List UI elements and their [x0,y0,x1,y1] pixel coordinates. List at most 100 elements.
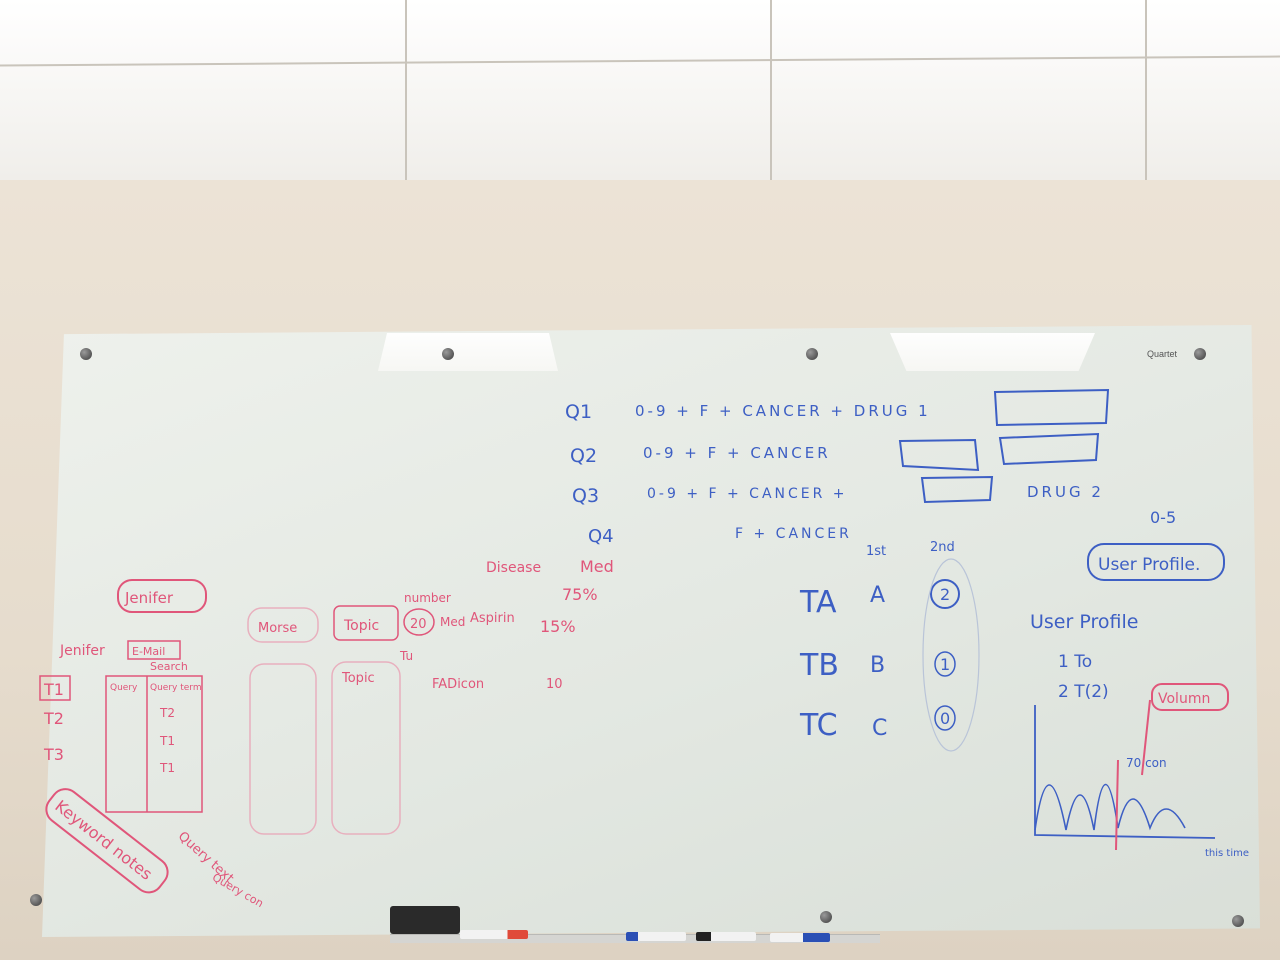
jenifer-row-text: Jenifer [59,643,105,659]
number-text: number [404,591,451,605]
ten-text: 10 [546,677,563,692]
q2-label: Q2 [570,445,597,467]
aspirin-text: Aspirin [470,611,515,626]
topic-box [333,605,399,641]
row-t: TB [799,648,839,683]
user-profile-box [1087,543,1225,581]
email-box [127,640,181,660]
pct-text: 15% [540,617,576,636]
search-text: Search [150,660,188,673]
morse-box [247,607,319,643]
q3-text: 0-9 + F + CANCER + [647,486,848,502]
standoff-bolt [442,348,454,360]
chart-curve [1034,783,1186,831]
column-outline [331,661,401,835]
t-item: T1 [43,680,64,699]
chart-axis [1034,705,1216,839]
topic-text: Topic [343,618,379,634]
query-table [105,675,203,813]
ceiling-tile-line [405,0,407,180]
standoff-bolt [30,894,42,906]
answer-box [998,432,1100,466]
volume-arrow [1141,699,1151,776]
row-mark: 2 [940,585,950,604]
user-profile-box-text: User Profile. [1098,555,1200,575]
pct-text: 75% [562,585,598,604]
grouping-oval [922,558,980,752]
topic2-text: Topic [341,671,375,686]
eraser[interactable] [390,906,460,934]
q2-text: 0-9 + F + CANCER [643,444,831,462]
col-item: T1 [159,734,175,748]
column-outline [249,663,317,835]
chart-note: this time [1205,848,1249,859]
light-reflection [378,333,558,371]
marker[interactable] [460,930,528,939]
keyword-notes-text: Keyword notes [51,796,156,884]
disease-text: Disease [486,560,541,576]
jenifer-box [117,579,207,613]
morse-text: Morse [258,621,297,636]
col-item: T2 [159,706,175,720]
standoff-bolt [806,348,818,360]
range-text: 0-5 [1150,508,1176,527]
drug2-text: DRUG 2 [1027,483,1104,501]
q4-text: F + CANCER [735,526,852,542]
ceiling-tile-line [770,0,772,180]
standoff-bolt [80,348,92,360]
row-letter: B [870,653,885,678]
t1-box [39,675,71,701]
t-item: T3 [43,745,64,764]
chart-marker-line [1115,759,1119,851]
keyword-notes-box [45,788,169,894]
row-letter: C [872,716,887,741]
standoff-bolt [1194,348,1206,360]
marker[interactable] [696,932,756,941]
light-reflection [890,333,1095,371]
marker[interactable] [626,932,686,941]
mark-circle [934,651,956,677]
user-profile-heading: User Profile [1030,611,1138,633]
fadicon-text: FADicon [432,677,484,692]
query-con-note: Query con [210,871,266,911]
column-header: 2nd [930,540,955,555]
tu-text: Tu [399,649,413,663]
col-item: T1 [159,761,175,775]
marker[interactable] [770,933,830,942]
med-text: Med [440,615,465,629]
twenty-text: 20 [410,617,427,632]
q1-label: Q1 [565,401,592,423]
answer-box [993,388,1110,427]
mark-circle [930,579,960,609]
volume-label: Volumn [1158,691,1210,707]
jenifer-box-text: Jenifer [124,589,174,607]
twenty-circle [403,608,435,636]
chart-note: 70 con [1126,756,1167,770]
row-mark: 0 [940,709,950,728]
query-header: Query [110,683,138,693]
brand-label: Quartet [1147,349,1178,359]
standoff-bolt [1232,915,1244,927]
q4-label: Q4 [588,526,614,547]
answer-box [898,438,980,472]
row-t: TC [799,708,838,743]
volume-box [1151,683,1229,711]
answer-box [920,475,994,504]
q1-text: 0-9 + F + CANCER + DRUG 1 [635,402,931,420]
standoff-bolt [820,911,832,923]
user-profile-item: 1 To [1058,652,1092,672]
ceiling-tile-line [1145,0,1147,180]
ceiling [0,0,1280,182]
t-item: T2 [43,709,64,728]
q3-label: Q3 [572,485,599,507]
row-t: TA [799,585,837,620]
query-term-header: Query term [150,683,202,693]
med2-text: Med [580,557,614,576]
email-text: E-Mail [132,645,165,658]
mark-circle [934,705,956,731]
column-header: 1st [866,544,886,559]
row-mark: 1 [940,655,950,674]
row-letter: A [870,583,885,608]
user-profile-item: 2 T(2) [1058,682,1109,702]
